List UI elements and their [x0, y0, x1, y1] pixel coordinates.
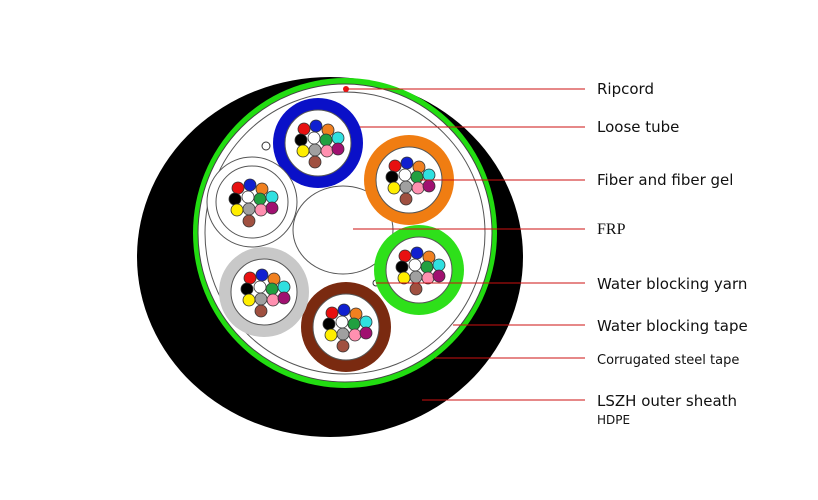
leader-lines [346, 88, 585, 401]
fiber [397, 271, 411, 285]
fiber [387, 181, 401, 195]
fiber [410, 246, 424, 260]
fiber [400, 156, 414, 170]
fiber [294, 133, 308, 147]
fiber [230, 203, 244, 217]
label-water-yarn: Water blocking yarn [597, 275, 747, 293]
fiber [420, 260, 434, 274]
fiber [385, 170, 399, 184]
fiber [242, 214, 256, 228]
label-water-tape: Water blocking tape [597, 317, 748, 335]
fiber [408, 258, 422, 272]
fiber [255, 268, 269, 282]
fiber [254, 203, 268, 217]
fiber [308, 155, 322, 169]
fiber [422, 168, 436, 182]
water-blocking-yarn [261, 141, 271, 151]
fiber [399, 192, 413, 206]
fiber [336, 339, 350, 353]
fiber [359, 315, 373, 329]
fiber [265, 201, 279, 215]
fiber [422, 179, 436, 193]
fiber [432, 258, 446, 272]
fiber [348, 328, 362, 342]
fiber [242, 202, 256, 216]
fiber [398, 249, 412, 263]
fiber [398, 168, 412, 182]
label-loose-tube: Loose tube [597, 118, 679, 136]
fiber [331, 142, 345, 156]
frp-center [292, 185, 394, 275]
fiber [277, 291, 291, 305]
fiber [399, 180, 413, 194]
fiber [421, 271, 435, 285]
tube-interior [215, 165, 289, 239]
fiber [409, 270, 423, 284]
fiber [336, 327, 350, 341]
fiber [254, 292, 268, 306]
fiber [309, 119, 323, 133]
fiber [308, 143, 322, 157]
label-ripcord: Ripcord [597, 80, 654, 98]
label-fiber-gel: Fiber and fiber gel [597, 171, 733, 189]
fiber [324, 328, 338, 342]
fiber [411, 181, 425, 195]
fiber [322, 317, 336, 331]
fiber [265, 190, 279, 204]
fiber [228, 192, 242, 206]
fiber [231, 181, 245, 195]
fiber [409, 282, 423, 296]
fiber [241, 190, 255, 204]
fiber [266, 293, 280, 307]
fiber [410, 170, 424, 184]
fiber [243, 178, 257, 192]
loose-tubes-group [206, 98, 464, 372]
label-hdpe: HDPE [597, 413, 630, 427]
fiber [254, 304, 268, 318]
fiber [320, 144, 334, 158]
fiber [395, 260, 409, 274]
fiber [432, 269, 446, 283]
fiber [307, 131, 321, 145]
fiber [277, 280, 291, 294]
fiber [265, 282, 279, 296]
fiber [335, 315, 349, 329]
fiber [388, 159, 402, 173]
fiber [243, 271, 257, 285]
fiber [347, 317, 361, 331]
fiber [325, 306, 339, 320]
label-frp: FRP [597, 221, 626, 238]
fiber [242, 293, 256, 307]
fiber [296, 144, 310, 158]
fiber [319, 133, 333, 147]
fiber [253, 280, 267, 294]
fiber [297, 122, 311, 136]
label-steel-tape: Corrugated steel tape [597, 353, 739, 368]
fiber [337, 303, 351, 317]
fiber [359, 326, 373, 340]
fiber [253, 192, 267, 206]
fiber [240, 282, 254, 296]
label-outer-sheath: LSZH outer sheath [597, 392, 737, 410]
fiber [331, 131, 345, 145]
